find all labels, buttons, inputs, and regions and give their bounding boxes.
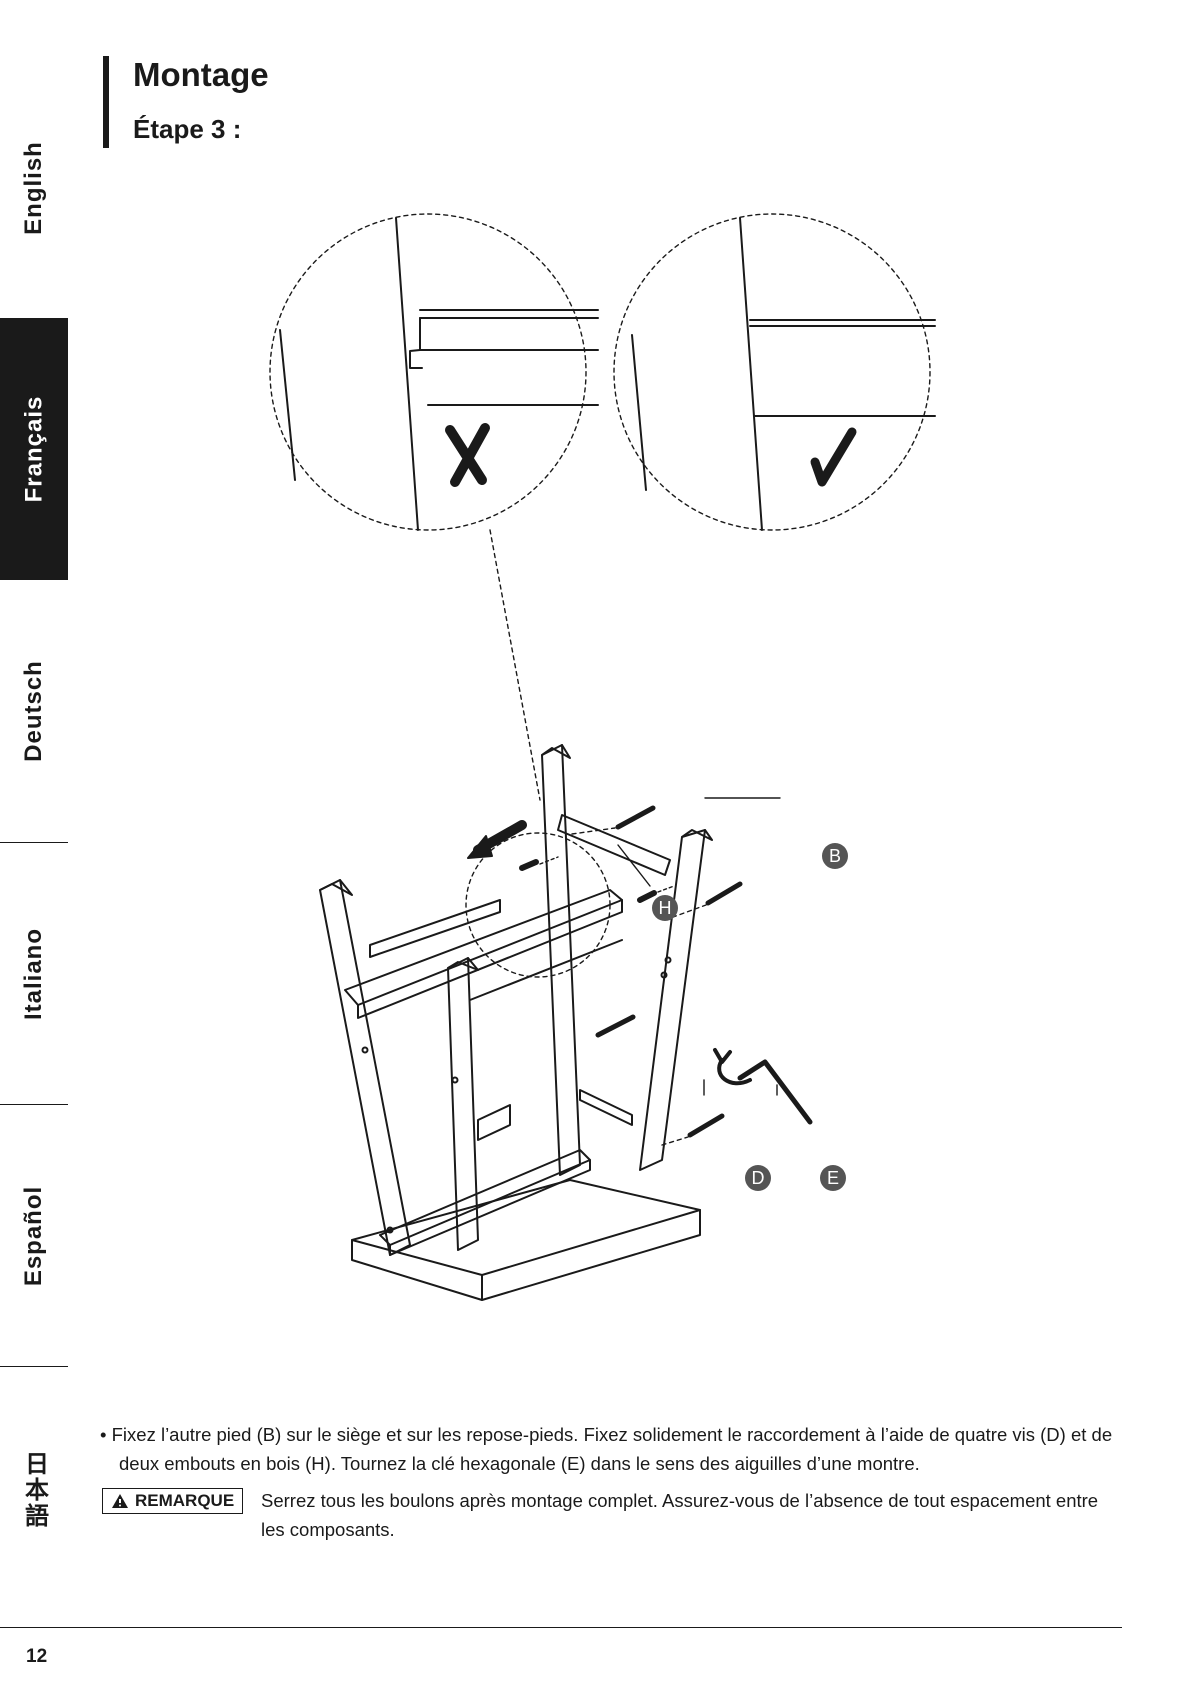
lang-separator bbox=[0, 1104, 68, 1105]
footrest-back bbox=[557, 814, 671, 876]
label-text: D bbox=[751, 1167, 765, 1188]
direction-arrow-icon bbox=[467, 820, 527, 859]
lang-label: Français bbox=[20, 395, 47, 503]
lang-label: 日本語 bbox=[20, 1451, 48, 1529]
label-text: H bbox=[658, 897, 672, 918]
instruction-text: Fixez l’autre pied (B) sur le siège et s… bbox=[111, 1424, 1113, 1474]
label-text: E bbox=[826, 1167, 839, 1188]
footrest-left-upper bbox=[369, 899, 501, 958]
footrest-lower-back bbox=[477, 1089, 633, 1141]
lang-tab-francais[interactable]: Français bbox=[0, 318, 68, 580]
lang-label: English bbox=[20, 141, 48, 235]
lang-separator bbox=[0, 1366, 68, 1367]
instruction-bullet: • Fixez l’autre pied (B) sur le siège et… bbox=[100, 1424, 1113, 1474]
footrest-front bbox=[344, 889, 623, 1019]
page-number: 12 bbox=[26, 1646, 48, 1667]
footrest-lower-front bbox=[379, 1149, 591, 1256]
lang-separator bbox=[0, 842, 68, 843]
note-row: REMARQUE Serrez tous les boulons après m… bbox=[100, 1486, 1120, 1544]
lang-tab-espanol[interactable]: Español bbox=[0, 1105, 68, 1367]
check-icon bbox=[810, 427, 857, 487]
lang-tab-italiano[interactable]: Italiano bbox=[0, 843, 68, 1105]
hex-key-e bbox=[713, 1048, 813, 1125]
note-label: REMARQUE bbox=[135, 1491, 235, 1510]
callout-label-d: D bbox=[745, 1165, 771, 1191]
page-title: Montage bbox=[133, 56, 269, 93]
lang-tab-deutsch[interactable]: Deutsch bbox=[0, 580, 68, 842]
footer-divider bbox=[0, 1627, 1122, 1628]
callout-label-h: H bbox=[652, 895, 678, 921]
assembly-illustration bbox=[269, 213, 936, 1301]
lang-label: Español bbox=[20, 1185, 48, 1287]
rotate-clockwise-arrow-icon bbox=[713, 1048, 752, 1086]
wrong-fit-detail bbox=[269, 213, 599, 531]
label-text: B bbox=[828, 845, 841, 866]
instructions: • Fixez l’autre pied (B) sur le siège et… bbox=[100, 1420, 1120, 1544]
leg-back-left bbox=[541, 744, 581, 1176]
screw-d bbox=[571, 805, 743, 1146]
lang-tab-japanese[interactable]: 日本語 bbox=[0, 1400, 68, 1580]
leg-back-right-b bbox=[639, 829, 713, 1171]
correct-fit-detail bbox=[613, 213, 936, 531]
lang-tab-english[interactable]: English bbox=[0, 57, 68, 319]
lang-label: Italiano bbox=[20, 927, 48, 1021]
note-text: Serrez tous les boulons après montage co… bbox=[261, 1490, 1099, 1540]
warning-icon bbox=[112, 1494, 128, 1508]
callout-label-b: B bbox=[822, 843, 848, 869]
title-accent-bar bbox=[103, 56, 109, 148]
cross-icon bbox=[445, 423, 490, 487]
wood-plug-h bbox=[519, 856, 675, 903]
step-title: Étape 3 : bbox=[133, 114, 242, 144]
leg-front-right bbox=[447, 957, 479, 1251]
language-sidebar: English Français Deutsch Italiano Españo… bbox=[0, 0, 68, 1685]
callout-label-e: E bbox=[820, 1165, 846, 1191]
lang-label: Deutsch bbox=[20, 660, 47, 762]
note-badge: REMARQUE bbox=[102, 1488, 244, 1514]
